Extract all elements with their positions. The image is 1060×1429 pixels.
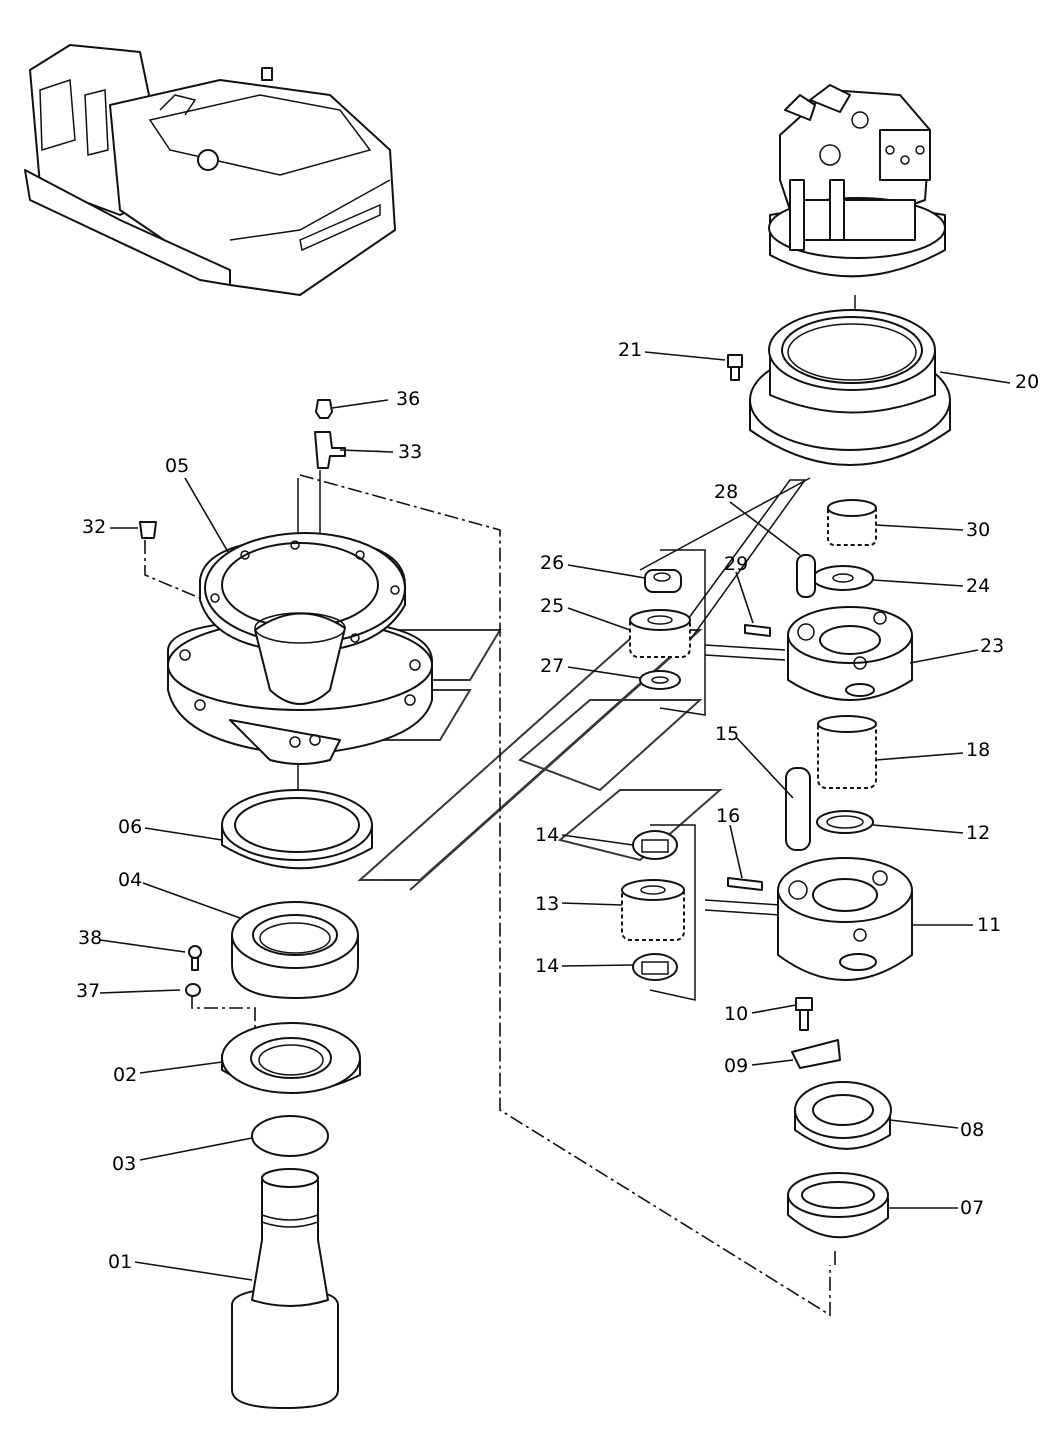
part-15-pin — [785, 767, 811, 851]
label-part-06: 06 — [118, 816, 142, 838]
label-part-24: 24 — [966, 575, 990, 597]
label-part-05: 05 — [165, 455, 189, 477]
label-part-28: 28 — [714, 481, 738, 503]
part-36-fitting — [315, 399, 333, 419]
label-part-08: 08 — [960, 1119, 984, 1141]
part-28-pin — [796, 554, 816, 598]
part-27-washer — [639, 670, 681, 690]
part-25-gear — [629, 609, 691, 658]
label-part-03: 03 — [112, 1153, 136, 1175]
label-part-23: 23 — [980, 635, 1004, 657]
part-38-screw — [188, 945, 202, 971]
label-part-15: 15 — [715, 723, 739, 745]
part-01-shaft — [231, 1168, 339, 1409]
label-part-11: 11 — [977, 914, 1001, 936]
part-06-ring — [221, 789, 373, 870]
label-part-25: 25 — [540, 595, 564, 617]
part-11-carrier — [777, 857, 913, 981]
part-26-bearing — [644, 569, 682, 593]
part-12-washer — [816, 810, 874, 834]
label-part-14-lower: 14 — [535, 955, 559, 977]
label-part-27: 27 — [540, 655, 564, 677]
part-10-bolt — [795, 997, 813, 1031]
part-04-bearing — [231, 901, 359, 999]
leader-lines — [99, 351, 1011, 1281]
label-part-09: 09 — [724, 1055, 748, 1077]
part-09-lockplate — [791, 1039, 841, 1069]
part-29-pin — [744, 624, 771, 637]
label-part-13: 13 — [535, 893, 559, 915]
part-02-plate — [221, 1022, 361, 1094]
part-30-gear — [827, 499, 877, 546]
label-part-14-upper: 14 — [535, 824, 559, 846]
part-18-gear — [817, 715, 877, 789]
part-21-bolt — [727, 354, 743, 381]
label-part-16: 16 — [716, 805, 740, 827]
label-part-02: 02 — [113, 1064, 137, 1086]
label-part-12: 12 — [966, 822, 990, 844]
label-part-32: 32 — [82, 516, 106, 538]
part-07-seal — [787, 1172, 889, 1239]
label-part-04: 04 — [118, 869, 142, 891]
part-20-motor-assembly — [749, 84, 951, 466]
label-part-33: 33 — [398, 441, 422, 463]
label-part-38: 38 — [78, 927, 102, 949]
label-part-37: 37 — [76, 980, 100, 1002]
label-part-18: 18 — [966, 739, 990, 761]
label-part-07: 07 — [960, 1197, 984, 1219]
part-14-bearing-upper — [632, 830, 678, 860]
part-number-labels: 01 02 03 04 05 06 07 08 09 10 11 12 13 1… — [76, 339, 1039, 1273]
label-part-36: 36 — [396, 388, 420, 410]
part-14-bearing-lower — [632, 953, 678, 981]
label-part-29: 29 — [724, 553, 748, 575]
label-part-30: 30 — [966, 519, 990, 541]
part-24-washer — [812, 565, 874, 591]
part-32-cap — [139, 521, 157, 539]
part-33-valve — [314, 431, 346, 469]
part-16-pin — [727, 877, 763, 891]
part-13-gear — [621, 879, 685, 941]
excavator-overview-illustration — [24, 44, 396, 296]
part-03-disc — [251, 1115, 329, 1157]
part-37-nut — [185, 983, 201, 997]
part-23-carrier — [787, 606, 913, 701]
assembly-lines — [144, 295, 856, 1317]
part-08-cover — [794, 1081, 892, 1150]
label-part-20: 20 — [1015, 371, 1039, 393]
label-part-21: 21 — [618, 339, 642, 361]
label-part-26: 26 — [540, 552, 564, 574]
label-part-10: 10 — [724, 1003, 748, 1025]
label-part-01: 01 — [108, 1251, 132, 1273]
part-05-housing — [167, 532, 433, 765]
